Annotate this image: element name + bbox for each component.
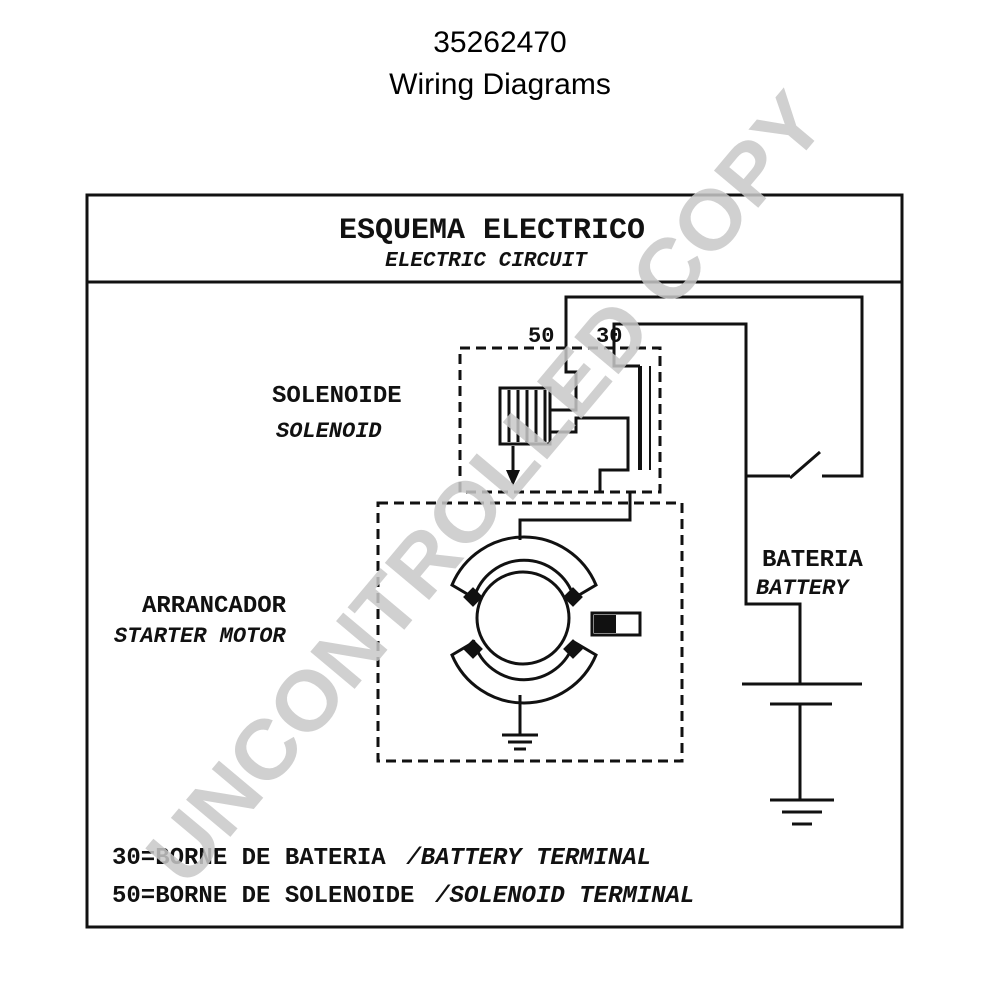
- solenoid-box: [458, 346, 662, 494]
- watermark: UNCONTROLLED COPY: [128, 75, 843, 901]
- page-title: Wiring Diagrams: [389, 68, 611, 101]
- starter-label-en: STARTER MOTOR: [114, 624, 286, 649]
- wire-terminal50-switch-loop: [564, 295, 864, 478]
- legend-terminal-50-en: /SOLENOID TERMINAL: [434, 883, 694, 910]
- legend-terminal-30-en: /BATTERY TERMINAL: [405, 845, 651, 872]
- starter-armature: [475, 570, 571, 666]
- solenoid-arrow: [506, 470, 520, 486]
- terminal-30-label: 30: [596, 324, 622, 349]
- battery-label-es: BATERIA: [762, 547, 863, 574]
- solenoid-plunger-wire: [550, 348, 578, 412]
- starter-brush: [563, 587, 583, 607]
- starter-field-top: [450, 535, 598, 601]
- wire-terminal30-battery: [612, 322, 802, 684]
- starter-box: [376, 501, 684, 763]
- diagram-title-en: ELECTRIC CIRCUIT: [385, 250, 588, 273]
- starter-brush: [463, 587, 483, 607]
- solenoid-label-en: SOLENOID: [276, 419, 382, 444]
- starter-brush: [463, 639, 483, 659]
- diagram-frame: [85, 193, 904, 929]
- solenoid-contact-wire: [550, 416, 630, 492]
- ignition-switch-blade: [789, 450, 821, 480]
- solenoid-label-es: SOLENOIDE: [272, 383, 402, 410]
- part-number: 35262470: [433, 26, 567, 59]
- diagram-title-es: ESQUEMA ELECTRICO: [339, 214, 645, 248]
- legend-terminal-50: 50=BORNE DE SOLENOIDE /SOLENOID TERMINAL: [112, 881, 694, 910]
- terminal-50-label: 50: [528, 324, 554, 349]
- legend-terminal-50-es: 50=BORNE DE SOLENOIDE: [112, 883, 414, 910]
- solenoid-terminal-wire: [612, 348, 640, 368]
- starter-field-bottom: [450, 639, 598, 705]
- legend-terminal-30-es: 30=BORNE DE BATERIA: [112, 845, 386, 872]
- starter-drive-pinion-fill: [594, 615, 616, 633]
- starter-label-es: ARRANCADOR: [142, 593, 287, 620]
- battery-label-en: BATTERY: [756, 576, 850, 601]
- wire-solenoid-starter: [518, 492, 632, 540]
- legend-terminal-30: 30=BORNE DE BATERIA /BATTERY TERMINAL: [112, 843, 651, 872]
- starter-brush: [563, 639, 583, 659]
